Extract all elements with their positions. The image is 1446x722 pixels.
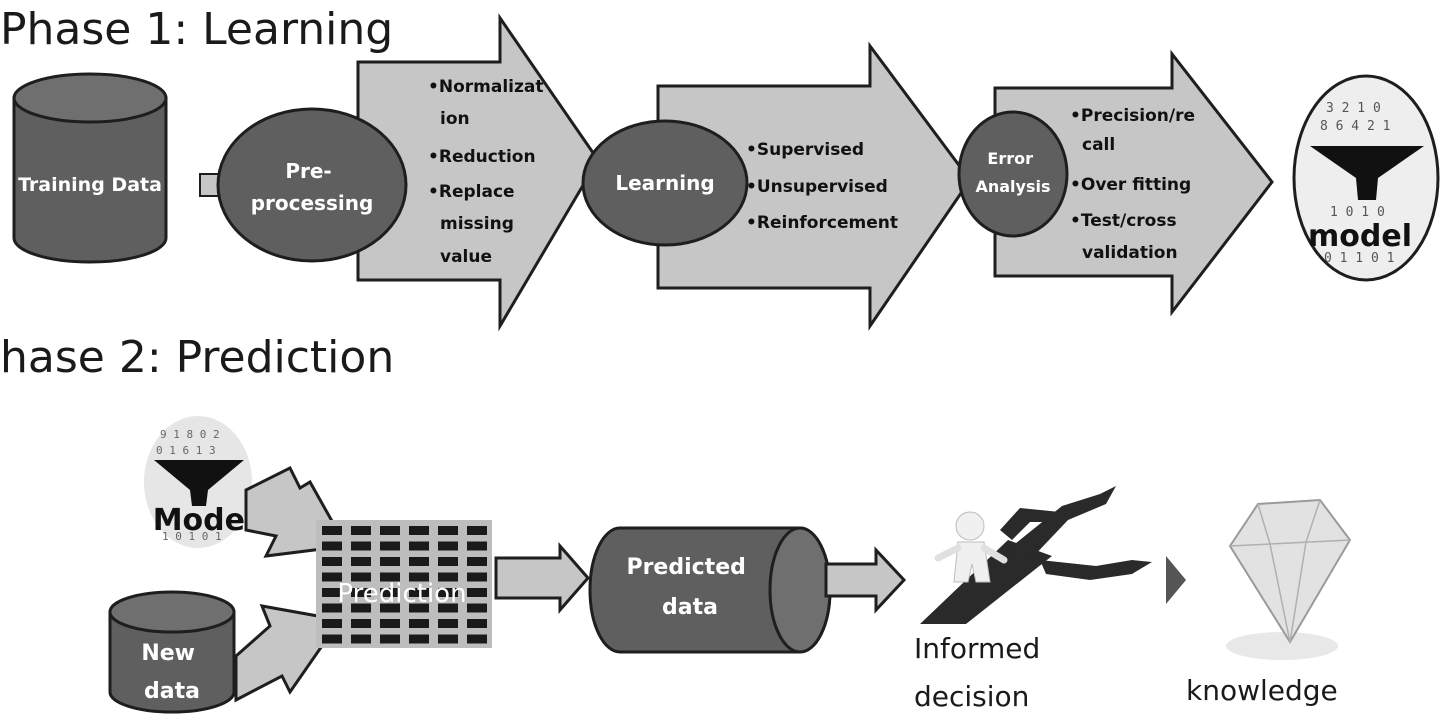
grid-cell [467, 603, 487, 613]
svg-text:0 1 1 0 1: 0 1 1 0 1 [1324, 251, 1394, 266]
model-sphere: 9 1 8 0 2 0 1 6 1 3 1 0 1 0 1 Model [144, 416, 255, 548]
grid-cell [322, 572, 342, 582]
error-analysis-arrow [993, 49, 1274, 317]
grid-cell [467, 572, 487, 582]
grid-cell [409, 619, 429, 628]
prediction-label: Prediction [337, 579, 466, 609]
grid-cell [438, 526, 458, 535]
learning-list: •Supervised •Unsupervised •Reinforcement [746, 140, 898, 233]
grid-cell [380, 557, 400, 566]
grid-cell [351, 619, 371, 628]
grid-cell [322, 588, 342, 597]
prediction-to-predicted-arrow [494, 542, 590, 614]
training-data-label: Training Data [18, 174, 162, 196]
grid-cell [438, 541, 458, 551]
model-badge: 3 2 1 0 8 6 4 2 1 1 0 1 0 0 1 1 0 1 mode… [1292, 74, 1440, 282]
decision-to-knowledge-pointer [1166, 556, 1186, 604]
preprocessing-ellipse: Pre- processing [216, 107, 408, 263]
informed-decision-label: Informed decision [914, 632, 1049, 713]
grid-cell [351, 541, 371, 551]
learning-label: Learning [615, 171, 714, 195]
grid-cell [322, 634, 342, 644]
learning-ellipse: Learning [581, 119, 749, 247]
grid-cell [322, 603, 342, 613]
decision-illustration [920, 486, 1152, 624]
svg-text:1 0 1 0: 1 0 1 0 [1330, 205, 1385, 220]
grid-cell [322, 526, 342, 535]
grid-cell [438, 557, 458, 566]
new-data-label: New data [141, 641, 202, 704]
learning-arrow [656, 41, 972, 331]
grid-cell [467, 541, 487, 551]
grid-cell [351, 634, 371, 644]
phase1-title: Phase 1: Learning [0, 4, 393, 55]
grid-cell [380, 588, 400, 597]
grid-cell [351, 572, 371, 582]
grid-cell [409, 557, 429, 566]
grid-cell [438, 588, 458, 597]
grid-cell [380, 541, 400, 551]
predicted-data-cylinder: Predicted data [588, 526, 832, 654]
grid-cell [322, 619, 342, 628]
newdata-to-prediction-arrow [234, 604, 343, 703]
grid-cell [409, 588, 429, 597]
grid-cell [438, 603, 458, 613]
grid-cell [409, 541, 429, 551]
model-sphere-digits: 9 1 8 0 2 0 1 6 1 3 1 0 1 0 1 [156, 428, 222, 543]
grid-cell [467, 526, 487, 535]
svg-text:8 6 4 2 1: 8 6 4 2 1 [1320, 119, 1390, 134]
funnel-icon-small [154, 460, 244, 506]
grid-cell [409, 603, 429, 613]
grid-cell [467, 588, 487, 597]
error-analysis-label: Error Analysis [975, 149, 1050, 196]
grid-cell [322, 557, 342, 566]
prediction-grid-cells [322, 526, 487, 644]
preprocessing-arrow [356, 13, 600, 332]
knowledge-diamond-icon [1226, 498, 1352, 660]
grid-cell [380, 619, 400, 628]
grid-cell [467, 634, 487, 644]
error-analysis-ellipse: Error Analysis [957, 110, 1069, 238]
grid-cell [380, 603, 400, 613]
grid-cell [351, 603, 371, 613]
grid-cell [380, 526, 400, 535]
predicted-to-decision-arrow [824, 546, 907, 614]
grid-cell [351, 557, 371, 566]
prediction-grid: Prediction [316, 520, 492, 648]
knowledge-label: knowledge [1186, 674, 1338, 707]
error-analysis-list: •Precision/re call •Over fitting •Test/c… [1070, 106, 1201, 263]
grid-cell [351, 588, 371, 597]
grid-cell [322, 541, 342, 551]
grid-cell [438, 572, 458, 582]
preprocessing-list: •Normalizat ion •Reduction •Replace miss… [428, 77, 549, 267]
model-badge-digits: 3 2 1 0 8 6 4 2 1 1 0 1 0 0 1 1 0 1 [1320, 101, 1394, 266]
grid-cell [467, 619, 487, 628]
model-sphere-label: Model [153, 503, 256, 538]
grid-cell [380, 572, 400, 582]
grid-cell [467, 557, 487, 566]
grid-cell [409, 526, 429, 535]
funnel-icon [1310, 146, 1424, 200]
model-label: model [1308, 219, 1412, 254]
new-data-cylinder: New data [108, 590, 236, 714]
phase2-title: hase 2: Prediction [0, 332, 394, 383]
person-figure [934, 511, 1008, 583]
predicted-data-label: Predicted data [626, 555, 753, 620]
svg-text:1 0 1 0 1: 1 0 1 0 1 [162, 530, 222, 543]
grid-cell [438, 634, 458, 644]
grid-cell [409, 572, 429, 582]
grid-cell [438, 619, 458, 628]
svg-text:3 2 1 0: 3 2 1 0 [1326, 101, 1381, 116]
training-data-cylinder: Training Data [12, 72, 168, 264]
preprocessing-label: Pre- processing [251, 159, 374, 215]
svg-text:9 1 8 0 2: 9 1 8 0 2 [160, 428, 220, 441]
grid-cell [409, 634, 429, 644]
grid-cell [380, 634, 400, 644]
svg-text:0 1 6 1 3: 0 1 6 1 3 [156, 444, 216, 457]
grid-cell [351, 526, 371, 535]
